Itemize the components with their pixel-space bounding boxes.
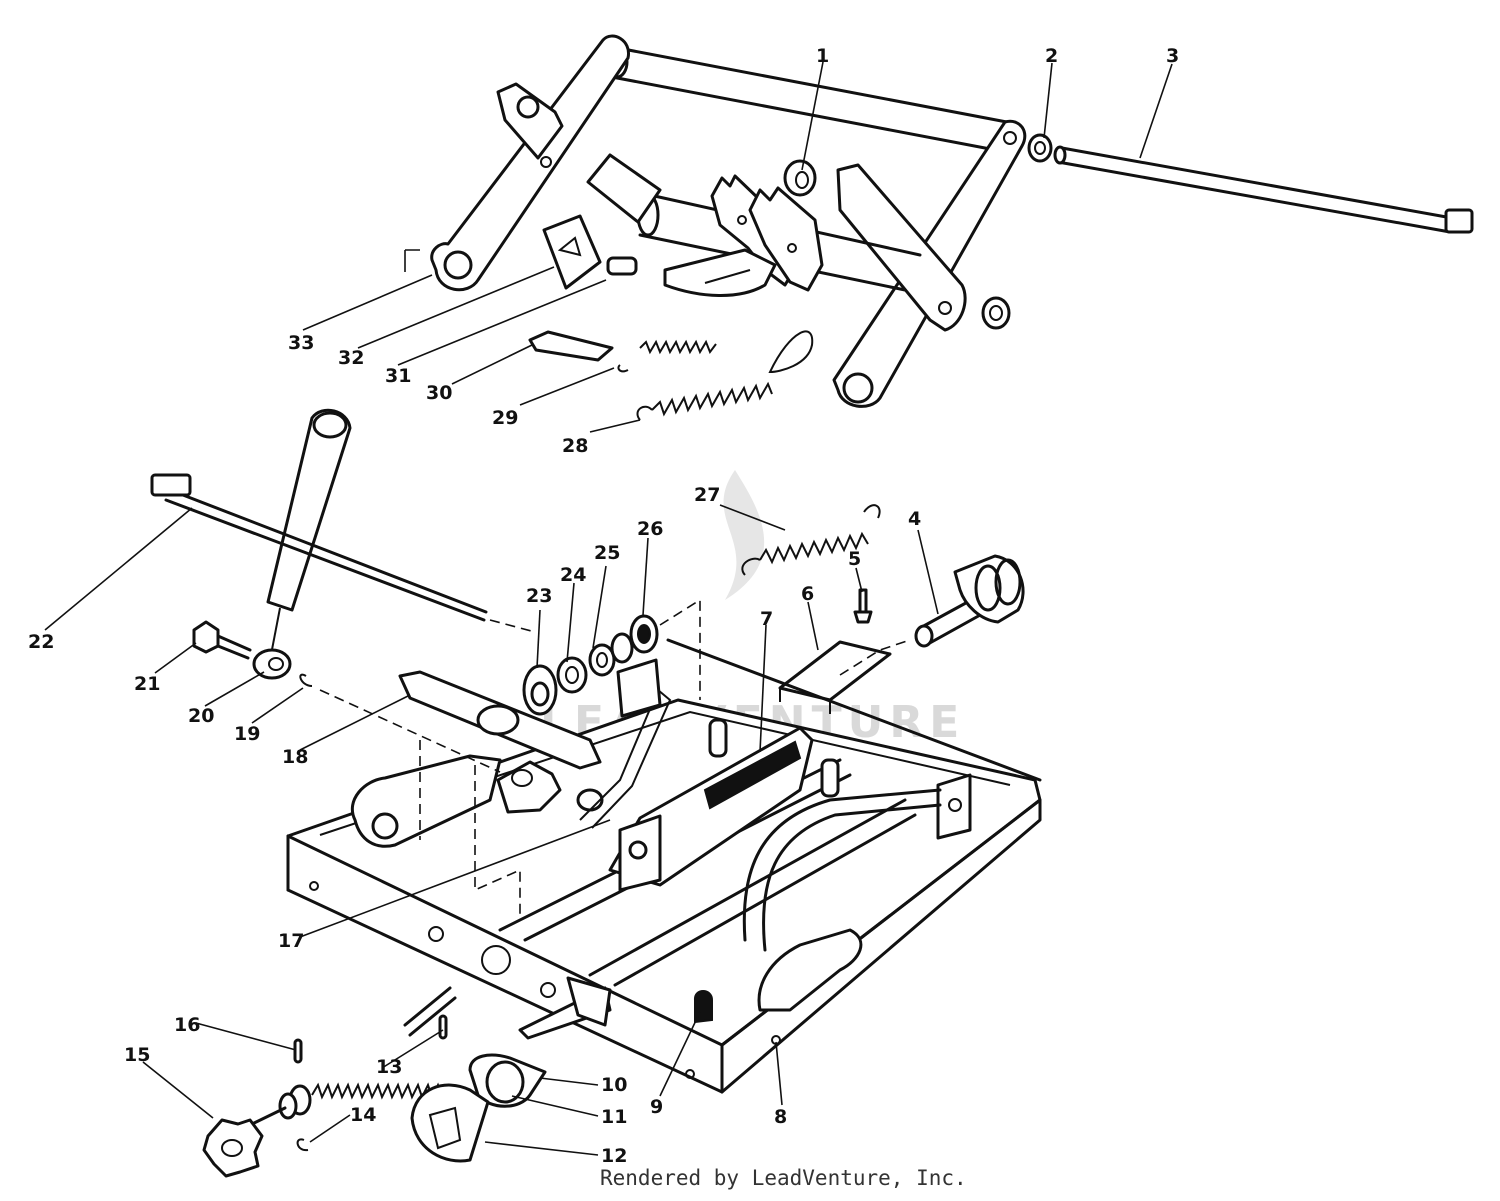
callout-29: 29 [492, 407, 518, 429]
callout-4: 4 [908, 508, 921, 530]
callout-32: 32 [338, 347, 364, 369]
leader-lines [44, 61, 1173, 1156]
callout-27: 27 [694, 484, 720, 506]
callout-16: 16 [174, 1014, 200, 1036]
callout-13: 13 [376, 1056, 402, 1078]
callout-9: 9 [650, 1096, 663, 1118]
callout-labels: 1 2 3 4 5 6 7 8 9 10 11 12 13 14 15 16 1… [28, 45, 1179, 1167]
callout-23: 23 [526, 585, 552, 607]
callout-11: 11 [601, 1106, 627, 1128]
callout-7: 7 [760, 608, 773, 630]
callout-19: 19 [234, 723, 260, 745]
callout-24: 24 [560, 564, 586, 586]
callout-26: 26 [637, 518, 663, 540]
callout-12: 12 [601, 1145, 627, 1167]
watermark: LEADVENTURE [540, 470, 959, 748]
callout-31: 31 [385, 365, 411, 387]
callout-28: 28 [562, 435, 588, 457]
upper-scissor-assembly [430, 34, 1474, 421]
callout-25: 25 [594, 542, 620, 564]
callout-2: 2 [1045, 45, 1058, 67]
callout-3: 3 [1166, 45, 1179, 67]
callout-22: 22 [28, 631, 54, 653]
callout-1: 1 [816, 45, 829, 67]
callout-6: 6 [801, 583, 814, 605]
callout-30: 30 [426, 382, 452, 404]
callout-33: 33 [288, 332, 314, 354]
callout-10: 10 [601, 1074, 627, 1096]
footer-credit: Rendered by LeadVenture, Inc. [600, 1166, 967, 1190]
callout-14: 14 [350, 1104, 376, 1126]
callout-8: 8 [774, 1106, 787, 1128]
callout-17: 17 [278, 930, 304, 952]
callout-5: 5 [848, 548, 861, 570]
callout-20: 20 [188, 705, 214, 727]
callout-21: 21 [134, 673, 160, 695]
callout-18: 18 [282, 746, 308, 768]
lower-base-assembly [150, 408, 1042, 1178]
callout-15: 15 [124, 1044, 150, 1066]
